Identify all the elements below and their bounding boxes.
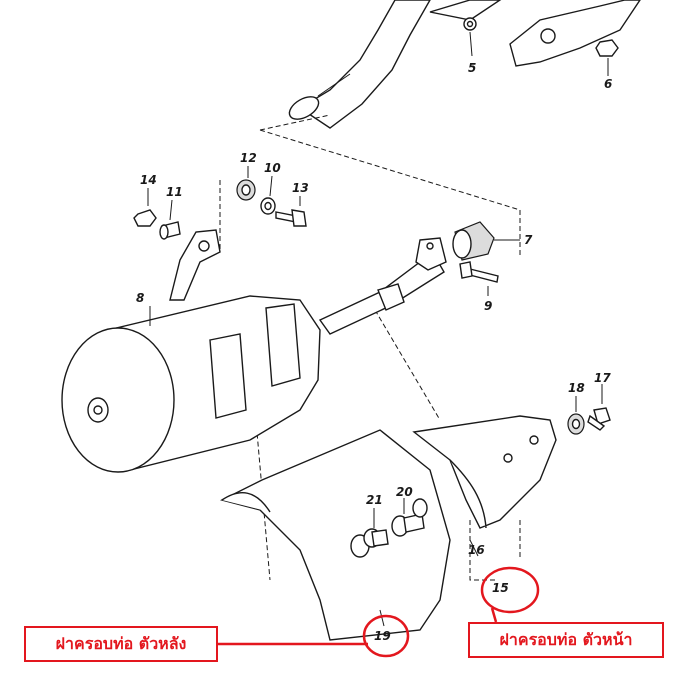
gasket-7 xyxy=(452,221,520,261)
washer-14 xyxy=(133,188,157,227)
callout-5: 5 xyxy=(468,61,476,75)
frame-bracket-top xyxy=(429,0,641,67)
callout-14: 14 xyxy=(140,173,157,187)
bolt-9 xyxy=(459,261,499,296)
front-pipe xyxy=(318,237,447,335)
highlight-circle-19 xyxy=(362,614,410,658)
callout-20: 20 xyxy=(396,485,413,499)
front-heat-cover-15 xyxy=(412,415,557,557)
muffler-bracket xyxy=(169,229,221,301)
muffler-8 xyxy=(61,295,321,473)
bolt-20 xyxy=(391,498,428,537)
washer-10 xyxy=(260,175,276,215)
highlight-circle-15 xyxy=(480,566,540,614)
collar-18 xyxy=(567,396,585,435)
nut-6 xyxy=(595,39,619,76)
bolt-17 xyxy=(587,384,611,431)
grommet-12 xyxy=(236,166,256,201)
callout-6: 6 xyxy=(604,77,612,91)
callout-11: 11 xyxy=(166,185,183,199)
callout-12: 12 xyxy=(240,151,257,165)
callout-9: 9 xyxy=(484,299,492,313)
exhaust-pipe-top xyxy=(288,0,431,129)
callout-13: 13 xyxy=(292,181,309,195)
bolt-13 xyxy=(275,196,307,227)
callout-17: 17 xyxy=(594,371,611,385)
callout-7: 7 xyxy=(524,233,533,247)
connector-front xyxy=(490,607,498,623)
rear-heat-cover-19 xyxy=(220,429,451,641)
callout-10: 10 xyxy=(264,161,281,175)
callout-16: 16 xyxy=(468,543,485,557)
callout-18: 18 xyxy=(568,381,585,395)
callout-15: 15 xyxy=(492,581,509,595)
callout-8: 8 xyxy=(136,291,144,305)
callout-19: 19 xyxy=(374,629,391,643)
collar-11 xyxy=(159,199,181,240)
rear-cover-label: ฝาครอบท่อ ตัวหลัง xyxy=(24,626,218,662)
callout-21: 21 xyxy=(366,493,383,507)
washer-5 xyxy=(463,17,477,57)
bolt-21 xyxy=(350,508,389,558)
front-cover-label: ฝาครอบท่อ ตัวหน้า xyxy=(468,622,664,658)
